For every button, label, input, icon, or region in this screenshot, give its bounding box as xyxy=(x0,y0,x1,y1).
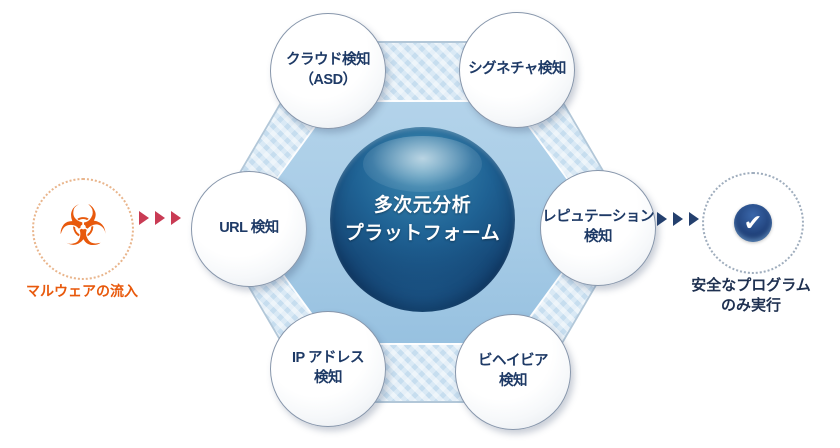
safe-program-label: 安全なプログラム のみ実行 xyxy=(666,276,836,317)
arrow-right-icon xyxy=(139,211,149,225)
node-behavior-detection: ビヘイビア 検知 xyxy=(455,314,571,430)
node-label-line2: 検知 xyxy=(314,370,342,386)
node-cloud-detection: クラウド検知 （ASD） xyxy=(270,13,386,129)
node-signature-detection: シグネチャ検知 xyxy=(459,12,575,128)
node-label-line2: 検知 xyxy=(499,373,528,389)
node-label: IP アドレス 検知 xyxy=(292,349,364,388)
arrow-right-icon xyxy=(155,211,165,225)
node-label-line1: シグネチャ検知 xyxy=(468,61,566,78)
malware-source-circle: ☣ xyxy=(32,178,134,280)
outflow-arrows xyxy=(657,212,699,226)
node-label-line2: （ASD） xyxy=(299,72,357,88)
analysis-platform-label-line2: プラットフォーム xyxy=(344,222,501,244)
analysis-platform-sphere: 多次元分析 プラットフォーム xyxy=(330,127,515,312)
arrow-right-icon xyxy=(657,212,667,226)
node-label-line1: レピュテーション xyxy=(542,209,654,226)
node-label-line1: URL 検知 xyxy=(219,220,279,237)
node-label: レピュテーション 検知 xyxy=(542,208,654,247)
arrow-right-icon xyxy=(673,212,683,226)
sphere-gloss-highlight xyxy=(363,136,482,192)
biohazard-icon: ☣ xyxy=(57,194,109,259)
safe-program-label-line2: のみ実行 xyxy=(720,297,781,315)
arrow-right-icon xyxy=(689,212,699,226)
node-label: ビヘイビア 検知 xyxy=(478,352,549,391)
node-label-line2: 検知 xyxy=(584,229,612,245)
node-label-line1: IP アドレス xyxy=(292,350,364,367)
node-label: URL 検知 xyxy=(219,219,279,239)
node-label: シグネチャ検知 xyxy=(468,60,566,80)
node-url-detection: URL 検知 xyxy=(191,171,307,287)
safe-program-circle: ✔ xyxy=(702,172,804,274)
node-ip-address-detection: IP アドレス 検知 xyxy=(270,311,386,427)
node-label: クラウド検知 （ASD） xyxy=(286,51,371,90)
analysis-platform-label: 多次元分析 プラットフォーム xyxy=(345,192,500,247)
node-label-line1: クラウド検知 xyxy=(286,52,371,69)
node-label-line1: ビヘイビア xyxy=(478,353,549,370)
inflow-arrows xyxy=(139,211,181,225)
malware-inflow-label: マルウェアの流入 xyxy=(26,283,138,299)
arrow-right-icon xyxy=(171,211,181,225)
check-icon: ✔ xyxy=(734,204,772,242)
safe-program-label-line1: 安全なプログラム xyxy=(691,277,811,294)
node-reputation-detection: レピュテーション 検知 xyxy=(540,170,656,286)
analysis-platform-label-line1: 多次元分析 xyxy=(373,194,472,216)
